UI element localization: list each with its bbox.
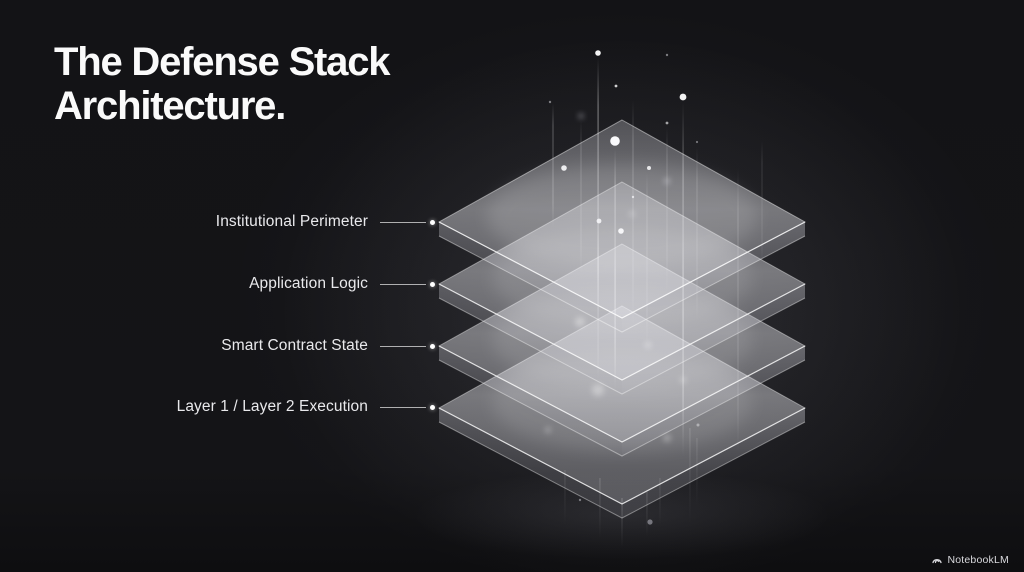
layer-label-row-perimeter: Institutional Perimeter [216, 211, 435, 233]
label-connector-dot [430, 281, 435, 287]
label-connector-line [380, 345, 426, 347]
label-connector-line [380, 283, 426, 285]
label-connector-line [380, 406, 426, 408]
layer-label: Institutional Perimeter [215, 213, 368, 230]
layer-label: Application Logic [249, 275, 368, 292]
inner-glow-dots-group [545, 230, 700, 442]
notebooklm-logo-icon [932, 559, 943, 564]
layer-label-row-smart-contract: Smart Contract State [221, 335, 435, 357]
label-connector-dot [430, 219, 435, 225]
watermark: NotebookLM [931, 554, 1009, 566]
stack-layer-perimeter [437, 119, 807, 333]
slide-title-line-2: Architecture. [54, 84, 286, 128]
layer-label-row-execution: Layer 1 / Layer 2 Execution [177, 396, 435, 418]
label-connector-line [380, 221, 426, 223]
layer-label: Layer 1 / Layer 2 Execution [176, 398, 368, 415]
label-connector-dot [430, 343, 435, 349]
layer-label-row-application: Application Logic [249, 273, 435, 295]
slide-title: The Defense Stack Architecture. [54, 40, 391, 128]
layer-label: Smart Contract State [221, 337, 368, 354]
label-connector-dot [430, 404, 435, 410]
falling-streaks-group [564, 428, 698, 548]
watermark-brand-label: NotebookLM [947, 554, 1009, 566]
slide-title-line-1: The Defense Stack [54, 40, 391, 84]
